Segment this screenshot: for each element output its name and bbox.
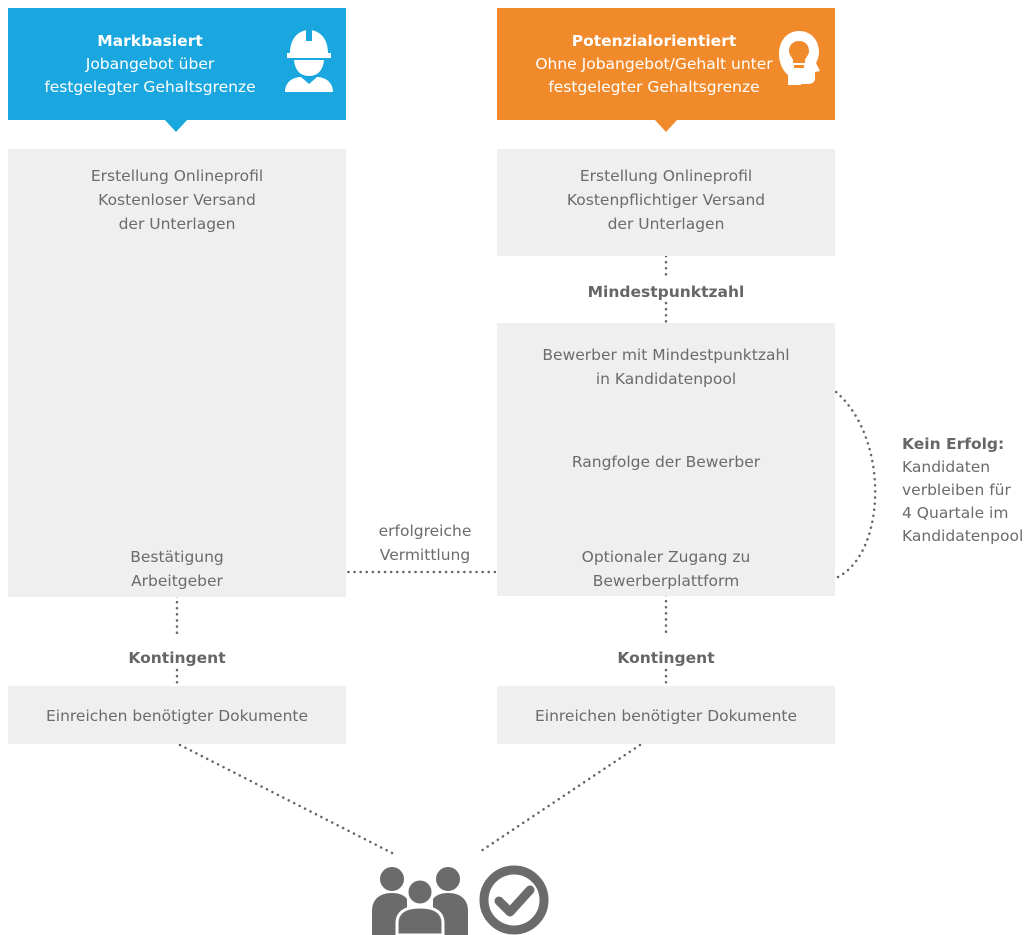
text-line: Erstellung Onlineprofil (90, 167, 264, 185)
potenzialorientiert-header: Potenzialorientiert Ohne Jobangebot/Geha… (497, 8, 835, 120)
funnel-left-line (178, 743, 394, 855)
header-title: Markbasiert (97, 32, 203, 50)
text-line: der Unterlagen (607, 215, 725, 233)
right-final-box (497, 686, 835, 744)
text-line: Vermittlung (379, 546, 471, 564)
checkmark-circle-icon (479, 865, 549, 935)
text-line: verbleiben für (902, 481, 1011, 499)
text-line: Bewerber mit Mindestpunktzahl (542, 346, 790, 364)
feedback-arrow-curve (820, 380, 877, 579)
kein-erfolg-label: Kein Erfolg: Kandidaten verbleiben für 4… (902, 433, 1023, 548)
left-kontingent-label: Kontingent (128, 649, 226, 667)
right-step-3-text: Rangfolge der Bewerber (571, 453, 761, 471)
head-lightbulb-icon (779, 31, 820, 85)
text-line: Kostenloser Versand (98, 191, 256, 209)
text-line: Kostenpflichtiger Versand (566, 191, 766, 209)
left-final-box (8, 686, 346, 744)
vermittlung-label: erfolgreiche Vermittlung (360, 519, 490, 567)
header-pointer (655, 120, 677, 132)
right-final-text: Einreichen benötigter Dokumente (534, 707, 798, 725)
right-step-2-text: Bewerber mit Mindestpunktzahl in Kandida… (497, 343, 835, 391)
mindestpunktzahl-label: Mindestpunktzahl (587, 283, 745, 301)
text-line: 4 Quartale im (902, 504, 1009, 522)
text-line: Kandidatenpool (902, 527, 1024, 545)
right-step-1-text: Erstellung Onlineprofil Kostenpflichtige… (497, 164, 835, 236)
right-step-4-text: Optionaler Zugang zu Bewerberplattform (497, 545, 835, 593)
header-line: Jobangebot über (85, 55, 215, 73)
right-kontingent-label: Kontingent (617, 649, 715, 667)
text-line: Arbeitgeber (131, 572, 223, 590)
text-line: der Unterlagen (118, 215, 236, 233)
left-step-2-text: Bestätigung Arbeitgeber (8, 545, 346, 593)
header-line: Ohne Jobangebot/Gehalt unter (535, 55, 773, 73)
header-line: festgelegter Gehaltsgrenze (548, 78, 760, 96)
header-pointer (165, 120, 187, 132)
right-step-box-2 (497, 323, 835, 596)
text-line: Bestätigung (130, 548, 224, 566)
text-line: in Kandidatenpool (595, 370, 737, 388)
funnel-right-line (476, 743, 642, 855)
text-line: Kandidaten (902, 458, 991, 476)
people-group-icon (372, 867, 468, 935)
text-line: Erstellung Onlineprofil (579, 167, 753, 185)
header-line: festgelegter Gehaltsgrenze (44, 78, 256, 96)
left-step-1-text: Erstellung Onlineprofil Kostenloser Vers… (8, 164, 346, 236)
right-step-box-1 (497, 149, 835, 256)
kein-erfolg-title: Kein Erfolg: (902, 435, 1005, 453)
text-line: Optionaler Zugang zu (581, 548, 751, 566)
header-title: Potenzialorientiert (571, 32, 737, 50)
worker-helmet-icon (285, 29, 333, 92)
left-step-box-1 (8, 149, 346, 597)
text-line: erfolgreiche (378, 522, 472, 540)
markbasiert-header: Markbasiert Jobangebot über festgelegter… (8, 8, 346, 120)
text-line: Bewerberplattform (592, 572, 740, 590)
left-final-text: Einreichen benötigter Dokumente (45, 707, 309, 725)
